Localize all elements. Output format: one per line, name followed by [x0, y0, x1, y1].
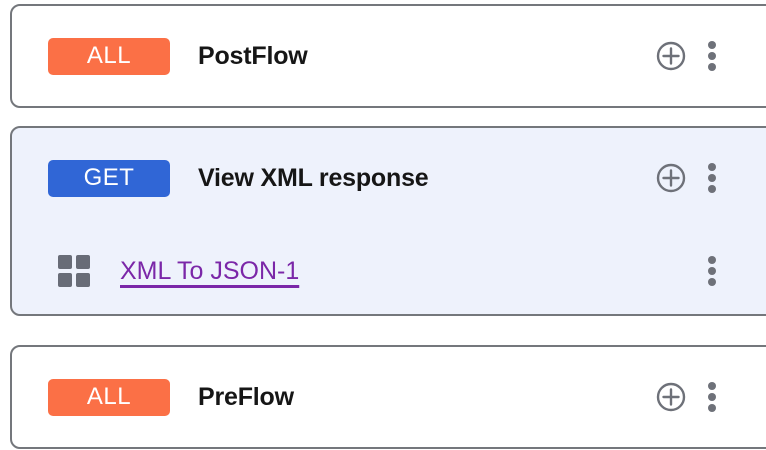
- flow-card-postflow[interactable]: ALL PostFlow: [10, 4, 766, 108]
- kebab-dot: [708, 404, 716, 412]
- kebab-dot: [708, 163, 716, 171]
- row-actions: [656, 382, 716, 412]
- policy-grid-square: [58, 273, 72, 287]
- policy-grid-square: [76, 255, 90, 269]
- method-badge-get: GET: [48, 159, 170, 197]
- kebab-dot: [708, 267, 716, 275]
- row-actions: [708, 256, 716, 286]
- kebab-dot: [708, 174, 716, 182]
- policy-grid-square: [58, 255, 72, 269]
- flow-name: View XML response: [198, 163, 429, 192]
- plus-circle-icon[interactable]: [656, 41, 686, 71]
- kebab-dot: [708, 393, 716, 401]
- kebab-dot: [708, 41, 716, 49]
- flow-row[interactable]: ALL PostFlow: [12, 6, 766, 106]
- policy-grid-icon: [58, 255, 90, 287]
- kebab-menu-icon[interactable]: [708, 382, 716, 412]
- flow-card-view-xml-response[interactable]: GET View XML response: [10, 126, 766, 316]
- policy-link-xml-to-json-1[interactable]: XML To JSON-1: [120, 256, 300, 285]
- kebab-menu-icon[interactable]: [708, 163, 716, 193]
- kebab-dot: [708, 278, 716, 286]
- kebab-dot: [708, 256, 716, 264]
- flow-name: PostFlow: [198, 41, 308, 70]
- kebab-dot: [708, 63, 716, 71]
- flow-name: PreFlow: [198, 382, 294, 411]
- kebab-menu-icon[interactable]: [708, 256, 716, 286]
- policy-row[interactable]: XML To JSON-1: [12, 228, 766, 314]
- row-actions: [656, 41, 716, 71]
- method-badge-all: ALL: [48, 37, 170, 75]
- policy-grid-square: [76, 273, 90, 287]
- flow-card-preflow[interactable]: ALL PreFlow: [10, 345, 766, 449]
- plus-circle-icon[interactable]: [656, 382, 686, 412]
- plus-circle-icon[interactable]: [656, 163, 686, 193]
- kebab-menu-icon[interactable]: [708, 41, 716, 71]
- kebab-dot: [708, 52, 716, 60]
- flow-row[interactable]: ALL PreFlow: [12, 347, 766, 447]
- row-actions: [656, 163, 716, 193]
- flow-row[interactable]: GET View XML response: [12, 128, 766, 228]
- kebab-dot: [708, 382, 716, 390]
- kebab-dot: [708, 185, 716, 193]
- method-badge-all: ALL: [48, 378, 170, 416]
